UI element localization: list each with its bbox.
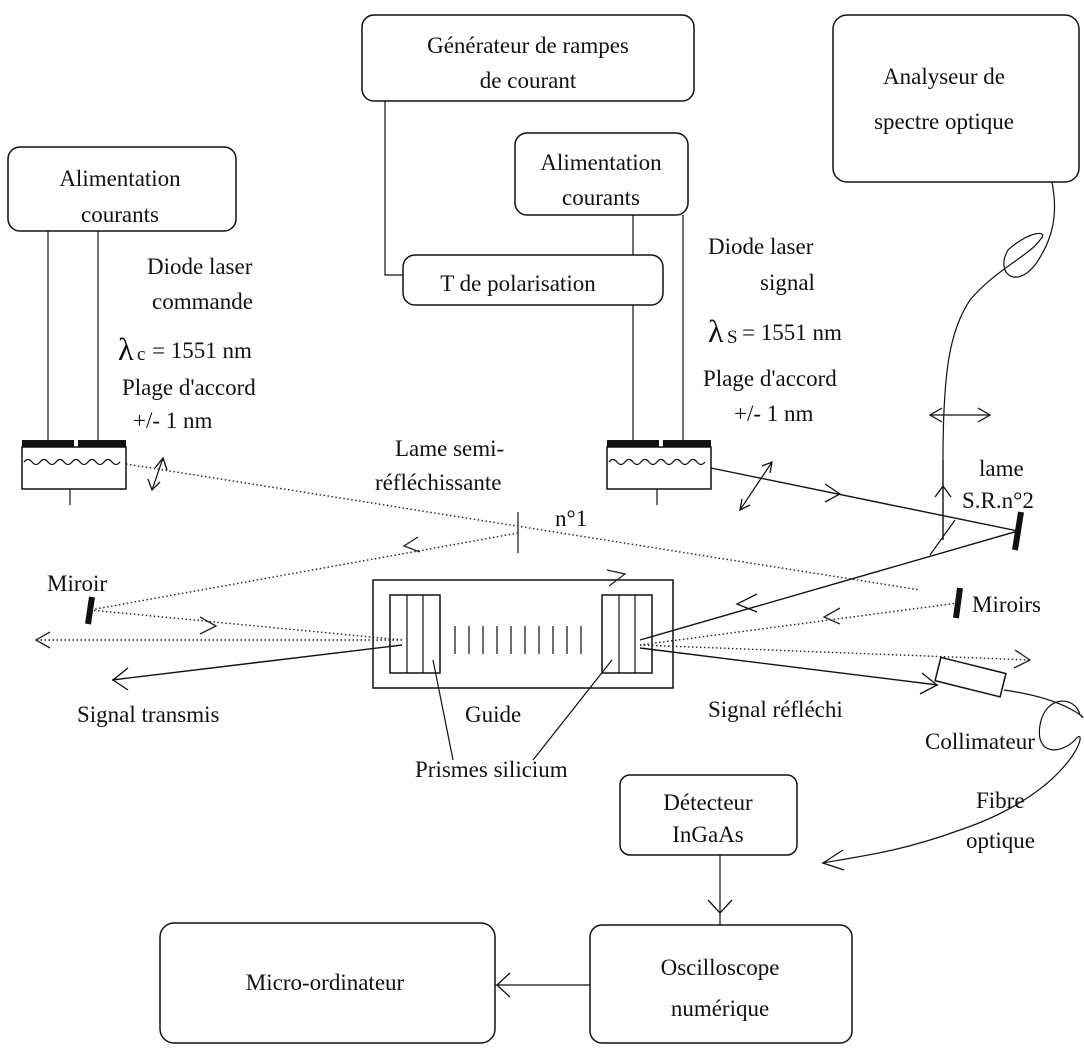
svg-text:n°1: n°1	[555, 506, 587, 531]
svg-text:de courant: de courant	[480, 68, 577, 93]
prisms-label: Prismes silicium	[415, 757, 568, 782]
control-beams	[34, 463, 1032, 669]
bias-tee-box: T de polarisation	[402, 254, 664, 306]
right-current-supply-box: Alimentation courants	[514, 132, 689, 216]
svg-text:réfléchissante: réfléchissante	[375, 470, 501, 495]
svg-text:numérique: numérique	[671, 996, 769, 1021]
svg-text:S.R.n°2: S.R.n°2	[962, 488, 1034, 513]
svg-text:Alimentation: Alimentation	[59, 166, 181, 191]
signal-laser-label: Diode laser signal λ S = 1551 nm Plage d…	[703, 234, 842, 426]
electrical-wires	[47, 101, 733, 998]
svg-text:commande: commande	[152, 289, 253, 314]
svg-text:InGaAs: InGaAs	[672, 822, 744, 847]
svg-text:λ: λ	[708, 313, 724, 349]
svg-text:Plage d'accord: Plage d'accord	[122, 375, 256, 400]
svg-text:λ: λ	[118, 331, 134, 367]
svg-text:Analyseur de: Analyseur de	[883, 64, 1005, 89]
control-laser-diode	[21, 440, 127, 505]
signal-laser-diode	[606, 440, 712, 505]
guide-label: Guide	[465, 702, 521, 727]
svg-text:S: S	[727, 327, 738, 348]
svg-text:courants: courants	[81, 202, 159, 227]
svg-text:Fibre: Fibre	[976, 788, 1025, 813]
waveguide-assembly	[372, 579, 674, 761]
svg-text:+/- 1 nm: +/- 1 nm	[133, 408, 213, 433]
fiber-label: Fibre optique	[966, 788, 1035, 853]
reflected-signal-label: Signal réfléchi	[708, 697, 843, 722]
svg-text:= 1551 nm: = 1551 nm	[742, 320, 842, 345]
svg-text:Oscilloscope: Oscilloscope	[661, 955, 780, 980]
svg-text:Détecteur: Détecteur	[663, 790, 753, 815]
detector-box: Détecteur InGaAs	[619, 774, 798, 856]
control-laser-label: Diode laser commande λ c = 1551 nm Plage…	[118, 254, 256, 433]
splitter1-label: Lame semi- réfléchissante n°1	[375, 436, 587, 531]
transmitted-signal-label: Signal transmis	[77, 702, 220, 727]
left-current-supply-box: Alimentation courants	[7, 146, 237, 232]
svg-text:T de polarisation: T de polarisation	[440, 271, 596, 296]
tuning-arrows	[147, 456, 773, 512]
mirrors-right-label: Miroirs	[972, 592, 1041, 617]
optical-fibers	[821, 181, 1084, 871]
current-ramp-generator-box: Générateur de rampes de courant	[361, 14, 695, 102]
svg-text:lame: lame	[979, 456, 1024, 481]
optical-spectrum-analyzer-box: Analyseur de spectre optique	[832, 14, 1080, 183]
svg-text:courants: courants	[562, 185, 640, 210]
svg-text:Micro-ordinateur: Micro-ordinateur	[246, 970, 405, 995]
splitter2-label: lame S.R.n°2	[962, 456, 1034, 513]
svg-text:c: c	[137, 344, 145, 365]
svg-text:Diode laser: Diode laser	[708, 234, 814, 259]
svg-text:Alimentation: Alimentation	[540, 150, 662, 175]
signal-beams	[111, 460, 1019, 695]
computer-box: Micro-ordinateur	[159, 922, 496, 1044]
svg-text:Générateur de rampes: Générateur de rampes	[427, 33, 629, 58]
svg-text:= 1551 nm: = 1551 nm	[152, 338, 252, 363]
svg-text:optique: optique	[966, 828, 1035, 853]
svg-text:+/- 1 nm: +/- 1 nm	[734, 401, 814, 426]
svg-text:Plage d'accord: Plage d'accord	[703, 366, 837, 391]
svg-text:spectre optique: spectre optique	[874, 109, 1014, 134]
waveguide-grating	[454, 626, 582, 654]
svg-text:signal: signal	[760, 270, 815, 295]
oscilloscope-box: Oscilloscope numérique	[589, 924, 853, 1044]
mirror-left-label: Miroir	[47, 571, 107, 596]
svg-text:Lame semi-: Lame semi-	[395, 436, 504, 461]
collimator-label: Collimateur	[925, 729, 1035, 754]
svg-text:Diode laser: Diode laser	[147, 254, 253, 279]
